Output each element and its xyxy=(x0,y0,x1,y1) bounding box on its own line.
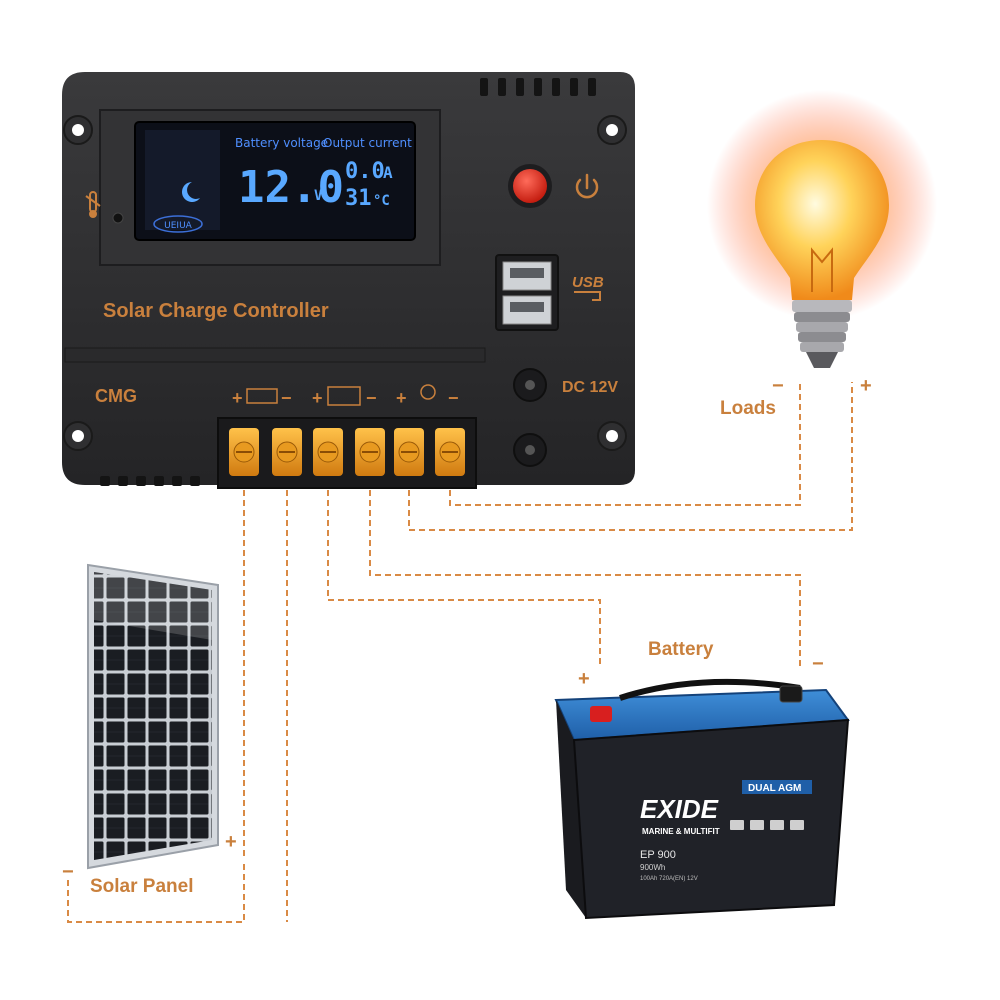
battery-plus-sign: + xyxy=(578,668,590,690)
lcd-battery-voltage-label: Battery voltage xyxy=(235,136,328,150)
lcd-left-panel xyxy=(145,130,220,230)
usb-label: USB xyxy=(572,274,604,291)
lcd-voltage-unit: V xyxy=(314,188,323,204)
load-minus-symbol: − xyxy=(448,388,459,408)
wire-battery-plus xyxy=(327,470,601,668)
bulb-filament xyxy=(811,247,833,292)
lcd-voltage-value: 12.0 xyxy=(238,162,344,213)
battery: DUAL AGM EXIDE MARINE & MULTIFIT EP 900 … xyxy=(554,678,850,920)
panel-glare xyxy=(94,572,212,640)
terminal-screws xyxy=(229,428,465,476)
temperature-sensor-icon xyxy=(85,191,124,224)
usb-icon xyxy=(574,291,601,301)
vent-slots-bottom xyxy=(100,476,200,486)
battery-spec: 100Ah 720A(EN) 12V xyxy=(640,876,698,882)
bulb-tip xyxy=(806,352,838,368)
battery-label: Battery xyxy=(648,639,714,660)
terminal-block xyxy=(217,417,477,489)
bulb-glass xyxy=(755,140,889,300)
bulb-base-thread-4 xyxy=(800,342,844,352)
bulb-base-ring xyxy=(792,300,852,312)
solar-panel-label: Solar Panel xyxy=(90,876,194,897)
mount-hole-center xyxy=(606,124,618,136)
wiring xyxy=(67,382,853,923)
panel-plus-symbol: + xyxy=(232,388,243,408)
terminal-screw-3 xyxy=(313,428,343,476)
bulb-base-thread-3 xyxy=(798,332,846,342)
panel-minus-sign: − xyxy=(62,861,74,883)
dc-jack-1-pin xyxy=(525,380,535,390)
lcd-output-current-label: Output current xyxy=(323,136,412,150)
battery-tagline: MARINE & MULTIFIT xyxy=(642,827,720,836)
controller-title: Solar Charge Controller xyxy=(103,300,329,322)
bulb-mini-icon xyxy=(420,384,436,400)
wire-panel-minus-loop xyxy=(67,860,245,923)
charge-controller: Battery voltage Output current 12.0 V 0.… xyxy=(62,72,635,489)
loads-plus-sign: + xyxy=(860,375,872,397)
terminal-screw-5 xyxy=(394,428,424,476)
mount-hole-center xyxy=(72,124,84,136)
terminal-screw-2 xyxy=(272,428,302,476)
menu-button[interactable] xyxy=(513,169,547,203)
mount-hole-center xyxy=(606,430,618,442)
battery-model: EP 900 xyxy=(640,849,676,861)
panel-plus-sign: + xyxy=(225,831,237,853)
wire-loads-plus xyxy=(408,382,853,531)
lcd-current-value: 0.0 xyxy=(345,159,385,184)
vent-slots-top xyxy=(480,78,596,96)
light-bulb xyxy=(707,90,937,368)
terminal-symbol-row: + − + − + − xyxy=(232,384,459,408)
panel-cells xyxy=(94,572,212,860)
mount-hole-center xyxy=(72,430,84,442)
usb-port-2-tongue xyxy=(510,302,544,312)
battery-mini-icon xyxy=(327,386,361,406)
dc-jack-2-pin xyxy=(525,445,535,455)
divider-ridge xyxy=(64,347,486,363)
battery-front xyxy=(572,718,850,920)
battery-brand: EXIDE xyxy=(640,794,719,824)
terminal-screw-6 xyxy=(435,428,465,476)
moon-icon xyxy=(182,182,200,203)
battery-positive-terminal xyxy=(590,706,612,722)
bulb-base-thread-1 xyxy=(794,312,850,322)
dc-12v-label: DC 12V xyxy=(562,379,618,396)
battery-minus-sign: − xyxy=(812,653,824,675)
wire-battery-minus xyxy=(369,470,801,668)
loads-minus-sign: − xyxy=(772,375,784,397)
lcd-temp-value: 31 xyxy=(345,186,372,211)
battery-series-badge xyxy=(742,780,812,794)
battery-negative-terminal xyxy=(779,685,803,703)
usb-port-1-tongue xyxy=(510,268,544,278)
battery-icons xyxy=(730,820,804,830)
panel-minus-symbol: − xyxy=(281,388,292,408)
battery-plus-symbol: + xyxy=(312,388,323,408)
load-plus-symbol: + xyxy=(396,388,407,408)
bulb-base-thread-2 xyxy=(796,322,848,332)
wire-loads-minus xyxy=(449,382,801,506)
solar-panel-mini-icon xyxy=(246,388,278,404)
power-icon xyxy=(575,173,599,199)
lcd-logo: UEIUA xyxy=(164,221,193,231)
lcd-temp-unit: °C xyxy=(373,193,390,209)
battery-minus-symbol: − xyxy=(366,388,377,408)
lcd-logo-frame xyxy=(153,215,203,233)
loads-label: Loads xyxy=(720,398,776,419)
lcd-current-unit: A xyxy=(383,163,393,182)
battery-series: DUAL AGM xyxy=(748,783,801,794)
brand-label: CMG xyxy=(95,386,137,406)
battery-energy: 900Wh xyxy=(640,863,665,872)
battery-handle xyxy=(619,678,801,701)
terminal-screw-1 xyxy=(229,428,259,476)
terminal-screw-4 xyxy=(355,428,385,476)
battery-left-side xyxy=(556,700,586,918)
solar-panel xyxy=(87,563,219,870)
